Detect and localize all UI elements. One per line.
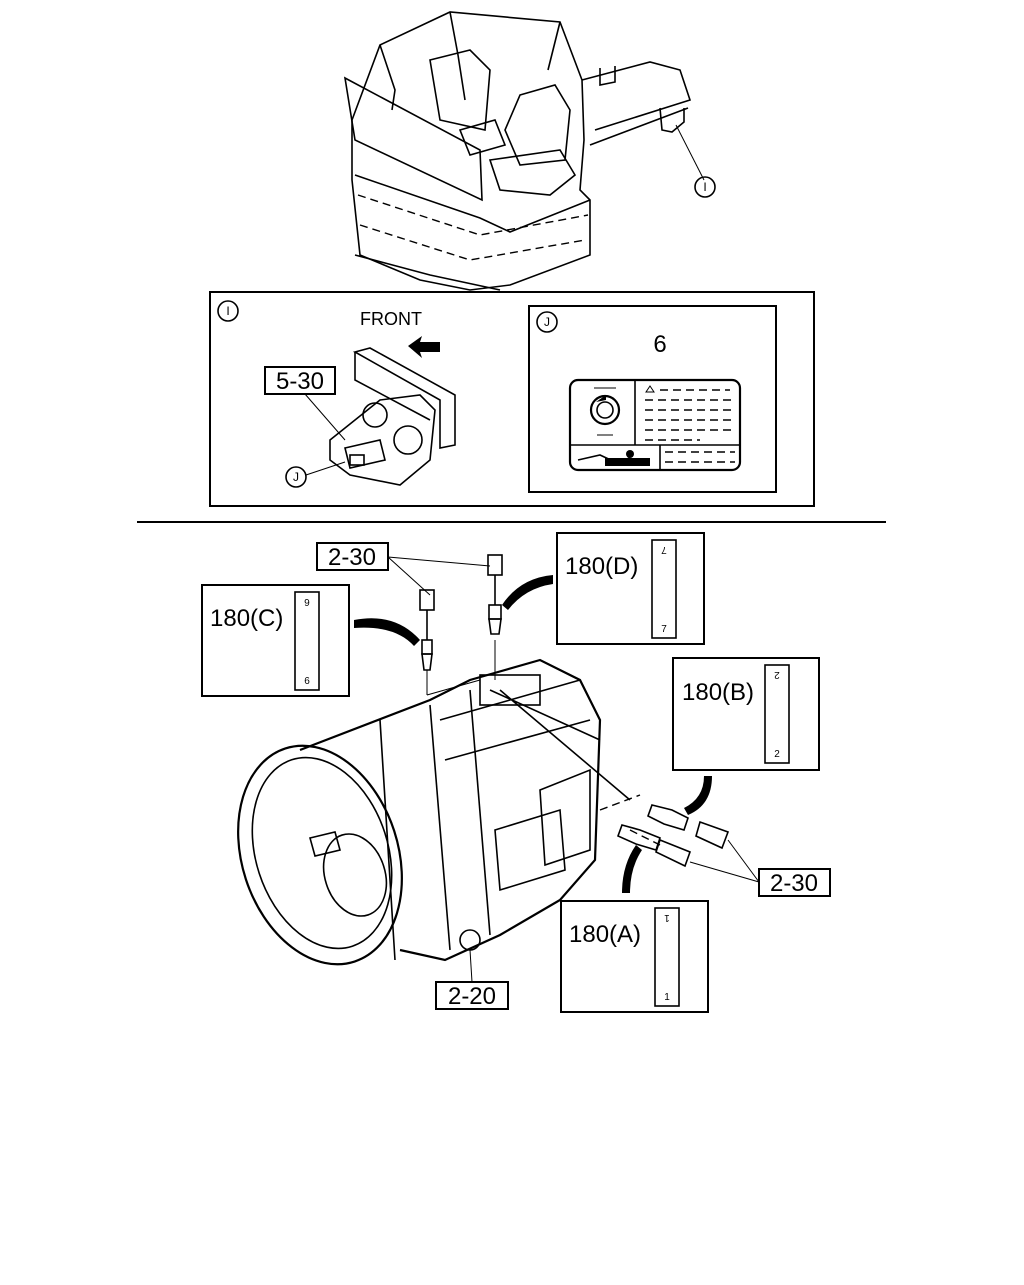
label-c-tag (294, 591, 320, 691)
label-a-tag (654, 907, 680, 1007)
svg-text:2-20: 2-20 (448, 983, 496, 1010)
label-b-tag (764, 664, 790, 764)
label-d-tag-bottom: 7 (661, 624, 667, 635)
label-a-tag-top: 1 (664, 912, 670, 923)
svg-text:J: J (544, 315, 550, 329)
label-card-b (672, 657, 820, 771)
label-b-code: 180(B) (682, 679, 754, 706)
sensor-switch-b (647, 804, 730, 850)
label-ref: 6 (653, 331, 666, 358)
transmission-ref-box: 2-20 (435, 981, 509, 1010)
front-label: FRONT (360, 309, 422, 329)
truck-cab-illustration (343, 11, 705, 291)
sensor-ref-top-box: 2-30 (316, 542, 389, 571)
svg-text:2-30: 2-30 (328, 544, 376, 571)
label-c-code: 180(C) (210, 605, 283, 632)
bracket-ref-box: 5-30 (264, 366, 336, 395)
svg-text:2-30: 2-30 (770, 870, 818, 897)
callout-view-j: J (536, 311, 558, 333)
front-arrow-icon (408, 336, 440, 358)
svg-text:J: J (293, 470, 299, 484)
sensor-switch-c (419, 589, 435, 671)
svg-text:I: I (703, 180, 706, 194)
svg-text:I: I (226, 304, 229, 318)
label-c-tag-top: 6 (304, 596, 310, 607)
pointer-c (354, 618, 420, 646)
label-a-tag-bottom: 1 (664, 992, 670, 1003)
label-d-tag (651, 539, 677, 639)
sensor-ref-right-box: 2-30 (758, 868, 831, 897)
label-card-d (556, 532, 705, 645)
pointer-d (502, 575, 553, 610)
pointer-b (684, 776, 712, 815)
svg-text:5-30: 5-30 (276, 368, 324, 395)
callout-view-i-detail: I (217, 300, 239, 322)
sensor-switch-a (616, 824, 692, 868)
label-card-c (201, 584, 350, 697)
callout-view-i-truck: I (694, 176, 716, 198)
pointer-a (622, 845, 642, 893)
label-card-a (560, 900, 709, 1013)
label-d-tag-top: 7 (661, 544, 667, 555)
label-d-code: 180(D) (565, 553, 638, 580)
caution-label-illustration (568, 378, 742, 472)
callout-view-j-detail: J (285, 466, 307, 488)
label-b-tag-bottom: 2 (774, 749, 780, 760)
label-a-code: 180(A) (569, 921, 641, 948)
label-c-tag-bottom: 6 (304, 676, 310, 687)
label-b-tag-top: 2 (774, 669, 780, 680)
sensor-switch-d (487, 554, 503, 635)
